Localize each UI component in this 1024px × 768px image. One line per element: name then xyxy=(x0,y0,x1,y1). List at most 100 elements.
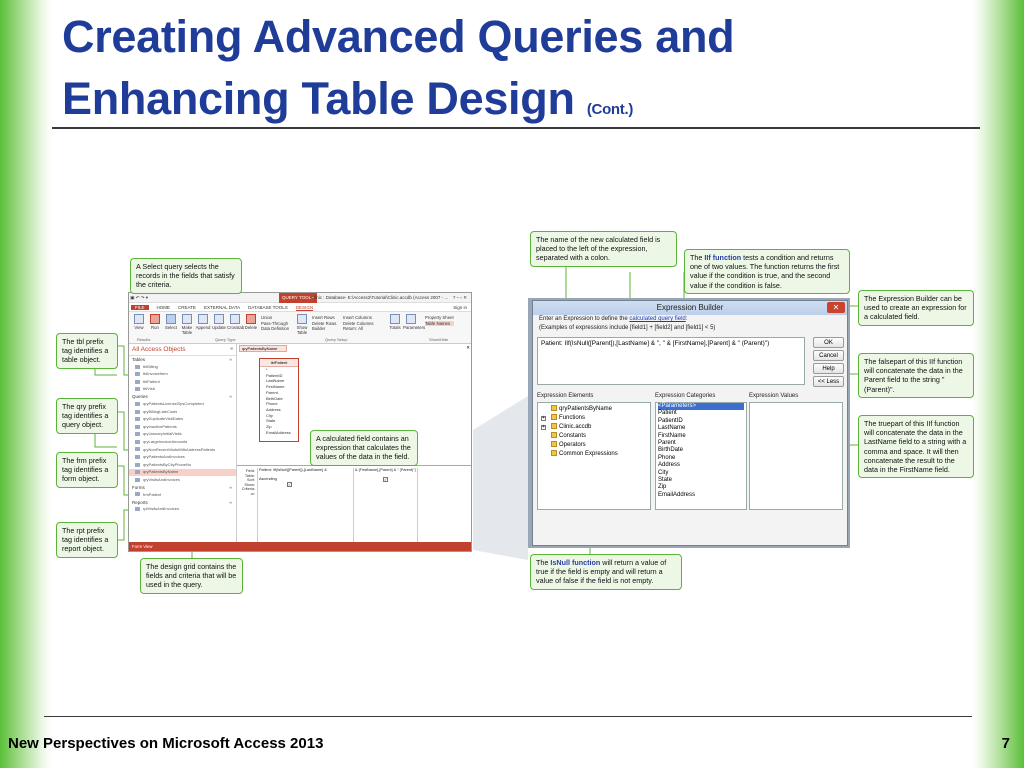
nav-item-query[interactable]: qryPatientsLicenseZipsCompleted xyxy=(129,400,236,408)
parameters-button[interactable]: Parameters xyxy=(403,314,425,330)
nav-item-query[interactable]: qryJanuaryInitialVisits xyxy=(129,431,236,439)
close-icon[interactable]: ✕ xyxy=(466,345,470,350)
field-list-item[interactable]: * xyxy=(266,367,268,372)
category-item[interactable]: Patient xyxy=(658,410,677,417)
category-item[interactable]: Phone xyxy=(658,454,676,461)
delete-query-button[interactable]: Delete xyxy=(243,314,259,330)
element-item[interactable]: +Clinic.accdb xyxy=(541,423,647,432)
element-item[interactable]: Constants xyxy=(541,432,647,441)
show-checkbox[interactable]: ✓ xyxy=(287,481,292,487)
nav-group-tables[interactable]: Tables≈ xyxy=(129,356,236,363)
view-button[interactable]: View xyxy=(131,314,147,330)
field-list-item[interactable]: EmailAddress xyxy=(266,429,291,435)
crosstab-button[interactable]: Crosstab xyxy=(227,314,244,330)
nav-item-query[interactable]: qryInactivePatients xyxy=(129,423,236,431)
nav-item-query[interactable]: qryNonRecentVisitsWithAddressPatients xyxy=(129,446,236,454)
category-item[interactable]: Address xyxy=(658,462,681,469)
category-item[interactable]: LastName xyxy=(658,425,686,432)
union-button[interactable]: Union xyxy=(261,315,273,320)
grid-cell-field[interactable]: & [FirstName],[Parent] & " (Parent)") xyxy=(355,468,416,472)
nav-item-table[interactable]: tblInvoiceItem xyxy=(129,371,236,379)
tab-database-tools[interactable]: DATABASE TOOLS xyxy=(248,305,288,310)
append-button[interactable]: Append xyxy=(195,314,211,330)
window-controls[interactable]: ? – ▫ ✕ xyxy=(452,295,467,300)
calculated-query-field-link[interactable]: calculated query field xyxy=(629,316,686,322)
tab-file[interactable]: FILE xyxy=(131,305,149,310)
delete-rows-button[interactable]: Delete Rows xyxy=(312,320,337,326)
nav-item-query[interactable]: qryPatientsByCityPhoneNo xyxy=(129,461,236,469)
category-item[interactable]: BirthDate xyxy=(658,447,684,454)
field-list-item[interactable]: BirthDate xyxy=(266,395,283,401)
nav-item-query[interactable]: qryLargeInvoiceAmounts xyxy=(129,438,236,446)
nav-item-report[interactable]: rptVisitsAndInvoices xyxy=(129,506,236,514)
nav-group-reports[interactable]: Reports≈ xyxy=(129,499,236,506)
totals-button[interactable]: Totals xyxy=(387,314,403,330)
field-list-item[interactable]: Zip xyxy=(266,424,272,430)
document-tab[interactable]: qryPatientsByName xyxy=(239,345,287,352)
builder-button[interactable]: Builder xyxy=(312,326,326,332)
field-list-item[interactable]: PatientID xyxy=(266,372,283,378)
category-item-selected[interactable]: <Parameters> xyxy=(658,403,744,411)
nav-item-table[interactable]: tblBilling xyxy=(129,363,236,371)
category-item[interactable]: PatientID xyxy=(658,417,683,424)
expand-icon[interactable]: + xyxy=(541,415,546,421)
category-item[interactable]: Zip xyxy=(658,484,667,491)
grid-cell-field[interactable]: Patient: IIf(IsNull([Parent]),[LastName]… xyxy=(259,468,327,472)
run-button[interactable]: Run xyxy=(147,314,163,330)
show-checkbox[interactable]: ✓ xyxy=(383,477,388,483)
grid-column[interactable]: Patient: IIf(IsNull([Parent]),[LastName]… xyxy=(257,468,353,544)
nav-item-form[interactable]: frmPatient xyxy=(129,491,236,499)
category-item[interactable]: State xyxy=(658,477,673,484)
select-query-button[interactable]: Select xyxy=(163,314,179,330)
data-definition-button[interactable]: Data Definition xyxy=(261,326,290,332)
delete-columns-button[interactable]: Delete Columns xyxy=(343,320,374,326)
element-item[interactable]: Common Expressions xyxy=(541,450,647,459)
category-item[interactable]: FirstName xyxy=(658,432,686,439)
nav-item-query[interactable]: qryPatientsAndInvoices xyxy=(129,454,236,462)
nav-item-query[interactable]: qryBillingLateCosts xyxy=(129,408,236,416)
expand-icon[interactable]: + xyxy=(541,424,546,430)
return-control[interactable]: Return: All xyxy=(343,326,374,332)
element-item[interactable]: qryPatientsByName xyxy=(541,405,647,414)
grid-column[interactable]: & [FirstName],[Parent] & " (Parent)") ✓ xyxy=(353,468,417,544)
field-list-item[interactable]: City xyxy=(266,412,273,418)
nav-item-table[interactable]: tblVisit xyxy=(129,386,236,394)
table-names-button[interactable]: Table Names xyxy=(425,320,454,327)
nav-group-queries[interactable]: Queries≈ xyxy=(129,393,236,400)
category-item[interactable]: Parent xyxy=(658,440,676,447)
update-button[interactable]: Update xyxy=(211,314,227,330)
grid-cell-sort[interactable]: Ascending xyxy=(259,477,277,482)
tab-home[interactable]: HOME xyxy=(156,305,171,310)
nav-item-table[interactable]: tblPatient xyxy=(129,378,236,386)
nav-item-query[interactable]: qryDuplicateVisitDates xyxy=(129,416,236,424)
field-list-table[interactable]: tblPatient * PatientID LastName FirstNam… xyxy=(259,358,299,442)
tab-design[interactable]: DESIGN xyxy=(295,305,314,311)
property-sheet-button[interactable]: Property Sheet xyxy=(425,315,454,320)
ok-button[interactable]: OK xyxy=(813,337,844,348)
tab-create[interactable]: CREATE xyxy=(178,305,196,310)
field-list-item[interactable]: State xyxy=(266,418,276,424)
grid-column-empty[interactable] xyxy=(417,468,471,544)
help-button[interactable]: Help xyxy=(813,363,844,374)
field-list-item[interactable]: LastName xyxy=(266,378,285,384)
quick-access-toolbar[interactable]: ▣ ↶ ↷ ▾ xyxy=(129,295,149,300)
nav-pane-header[interactable]: All Access Objects« xyxy=(129,344,236,356)
nav-item-query-selected[interactable]: qryPatientsByName xyxy=(129,468,236,477)
field-list-item[interactable]: Phone xyxy=(266,401,278,407)
sign-in-link[interactable]: Sign in xyxy=(453,305,467,310)
show-table-button[interactable]: Show Table xyxy=(294,314,310,335)
field-list-item[interactable]: FirstName xyxy=(266,384,285,390)
close-icon[interactable]: ✕ xyxy=(827,302,845,313)
element-item[interactable]: Operators xyxy=(541,441,647,450)
less-button[interactable]: << Less xyxy=(813,376,844,387)
pass-through-button[interactable]: Pass-Through xyxy=(261,320,288,326)
nav-group-forms[interactable]: Forms≈ xyxy=(129,484,236,491)
element-item[interactable]: +Functions xyxy=(541,414,647,423)
field-list-item[interactable]: Parent xyxy=(266,389,278,395)
expression-input[interactable]: Patient: IIf(IsNull([Parent]),[LastName]… xyxy=(537,337,805,385)
expression-values-list[interactable] xyxy=(749,402,843,510)
field-list-item[interactable]: Address xyxy=(266,406,281,412)
insert-rows-button[interactable]: Insert Rows xyxy=(312,315,335,320)
make-table-button[interactable]: Make Table xyxy=(179,314,195,335)
nav-collapse-icon[interactable]: « xyxy=(230,346,233,352)
